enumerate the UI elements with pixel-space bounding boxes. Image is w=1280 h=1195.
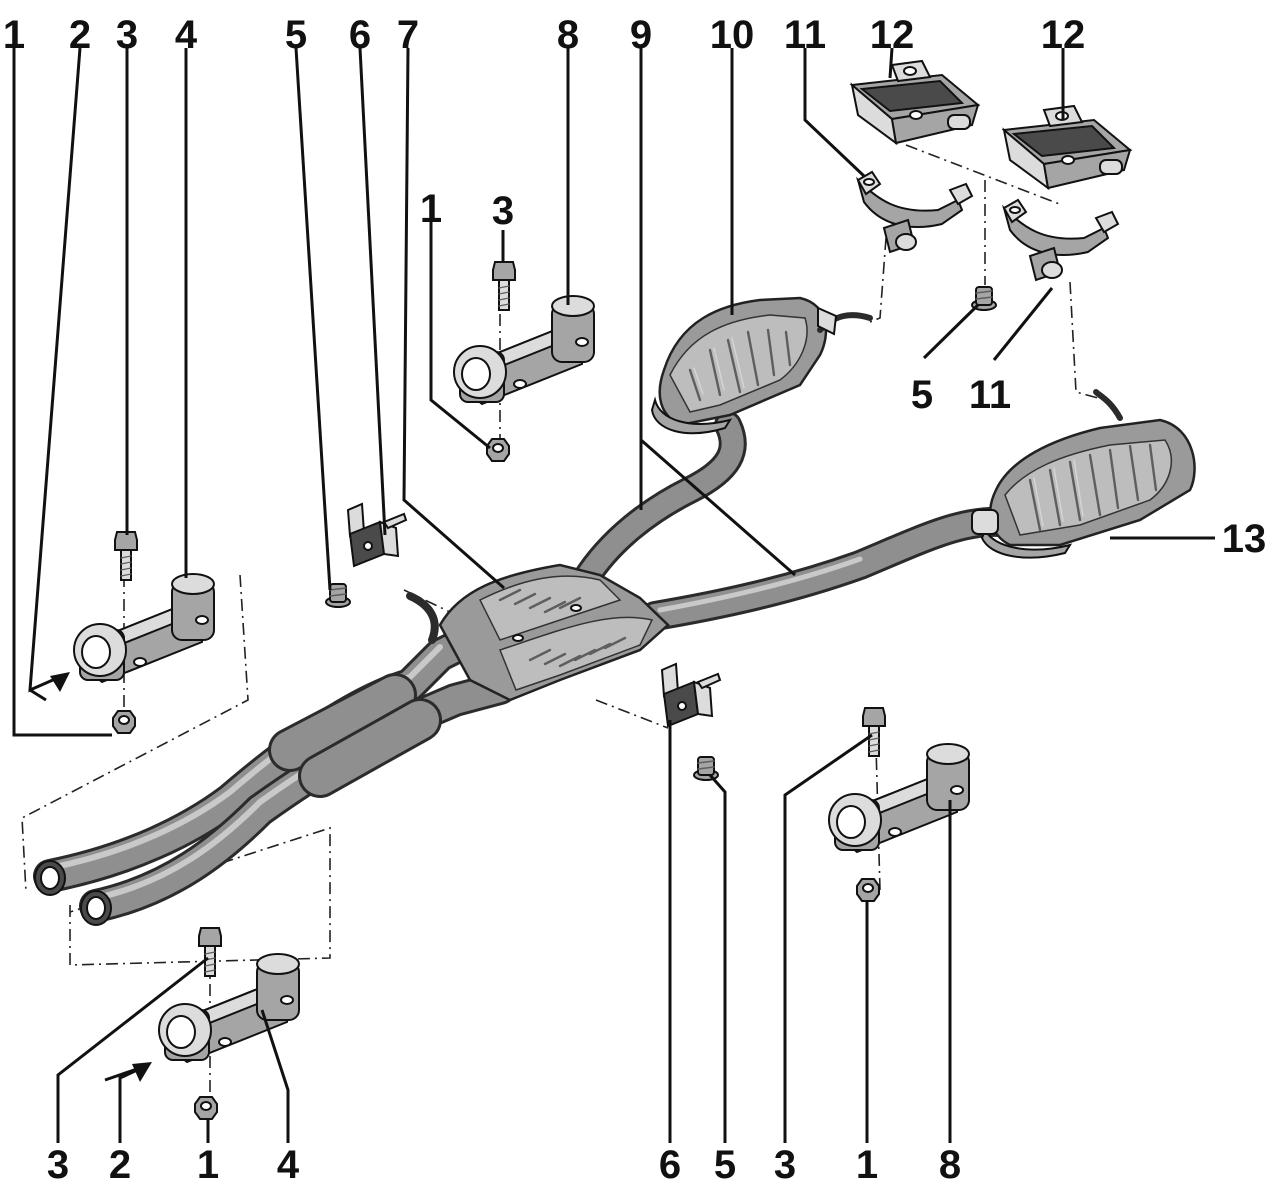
- callout-5-bottom: 5: [714, 1143, 736, 1187]
- callout-10-top: 10: [710, 13, 755, 57]
- hanger-bracket-right-11: [971, 199, 1119, 311]
- callout-11-mid: 11: [969, 373, 1011, 417]
- hanger-bracket-left-11: [857, 171, 973, 253]
- callout-3-mid: 3: [492, 189, 514, 233]
- callout-12-top-left: 12: [870, 13, 915, 57]
- rubber-hanger-left: [325, 503, 407, 608]
- arrow-icon: [132, 1062, 152, 1082]
- callout-1-top: 1: [3, 13, 25, 57]
- callout-11-top: 11: [784, 13, 826, 57]
- callout-5-top: 5: [285, 13, 307, 57]
- callout-4-top: 4: [175, 13, 198, 57]
- rear-muffler-13: [971, 389, 1196, 559]
- callout-3-bottom-left: 3: [47, 1143, 69, 1187]
- front-muffler-10: [650, 296, 873, 435]
- callout-8-bottom: 8: [939, 1143, 961, 1187]
- callout-3-bottom-right: 3: [774, 1143, 796, 1187]
- callout-13-mid: 13: [1222, 517, 1267, 561]
- mount-bracket-12-left: [851, 60, 979, 144]
- callout-2-bottom: 2: [109, 1143, 131, 1187]
- callout-6-top: 6: [349, 13, 371, 57]
- callout-7-top: 7: [397, 13, 419, 57]
- callout-6-bottom: 6: [659, 1143, 681, 1187]
- callout-1-mid: 1: [420, 187, 442, 231]
- callout-3-top: 3: [116, 13, 138, 57]
- center-catalytic-converter: [438, 563, 670, 702]
- arrow-icon: [50, 672, 70, 692]
- clamp-left-upper: [73, 531, 215, 734]
- callout-8-top: 8: [557, 13, 579, 57]
- clamp-left-lower: [158, 927, 300, 1120]
- clamp-top-center: [453, 261, 595, 462]
- callout-numbers: 1 2 3 4 5 6 7 8 9 10 11 12 12 1 3 5 11 1…: [3, 13, 1266, 1187]
- callout-2-top: 2: [69, 13, 91, 57]
- leader-lines: [12, 47, 1215, 1143]
- callout-1-bottom-right: 1: [856, 1143, 878, 1187]
- mount-bracket-12-right: [1003, 105, 1131, 189]
- callout-1-bottom-left: 1: [197, 1143, 219, 1187]
- callout-12-top-right: 12: [1041, 13, 1086, 57]
- callout-4-bottom: 4: [277, 1143, 300, 1187]
- arrow-markers: [50, 672, 152, 1082]
- callout-5-mid: 5: [911, 373, 933, 417]
- clamp-right: [828, 707, 970, 902]
- exhaust-pipes: [33, 411, 1015, 926]
- callout-9-top: 9: [630, 13, 652, 57]
